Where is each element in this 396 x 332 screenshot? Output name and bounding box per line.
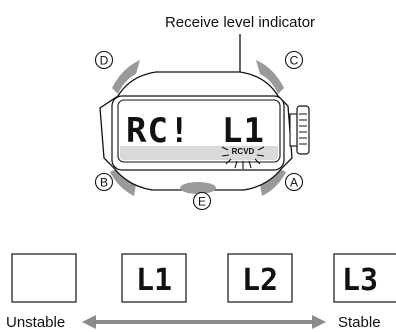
level-box-l1: L1 (121, 253, 187, 303)
svg-text:L2: L2 (242, 263, 278, 298)
svg-text:B: B (100, 176, 108, 190)
unstable-label: Unstable (6, 314, 65, 331)
button-label-c: C (284, 50, 304, 70)
crown-ridges (299, 113, 307, 145)
stability-arrow (82, 315, 326, 329)
svg-text:L3: L3 (342, 263, 378, 298)
crown-knob (296, 105, 310, 155)
button-label-a: A (284, 172, 304, 192)
level-box-empty (11, 253, 77, 303)
button-e-shape (180, 182, 216, 194)
svg-text:L1: L1 (136, 263, 172, 298)
button-a-shape (260, 168, 286, 196)
arrow-right-head-icon (312, 315, 326, 329)
signal-rays-icon (221, 146, 265, 169)
svg-text:E: E (198, 195, 206, 209)
button-label-d: D (94, 50, 114, 70)
level-box-l3: L3 (333, 253, 396, 303)
level-box-l2: L2 (227, 253, 293, 303)
stable-label: Stable (338, 314, 381, 331)
screen-shade (120, 146, 278, 160)
button-label-e: E (192, 191, 212, 211)
rcvd-label: RCVD (232, 147, 255, 156)
button-label-b: B (94, 172, 114, 192)
svg-text:D: D (100, 54, 109, 68)
button-d-shape (112, 60, 140, 94)
button-b-shape (110, 168, 136, 196)
button-c-shape (256, 60, 284, 94)
display-left-text: RC! (126, 111, 190, 151)
svg-text:A: A (290, 176, 298, 190)
display-right-text: L1 (222, 111, 265, 151)
svg-text:C: C (290, 54, 299, 68)
watch-illustration: RC! L1 RCVD (99, 60, 310, 196)
arrow-left-head-icon (82, 315, 96, 329)
callout-label: Receive level indicator (165, 14, 315, 31)
